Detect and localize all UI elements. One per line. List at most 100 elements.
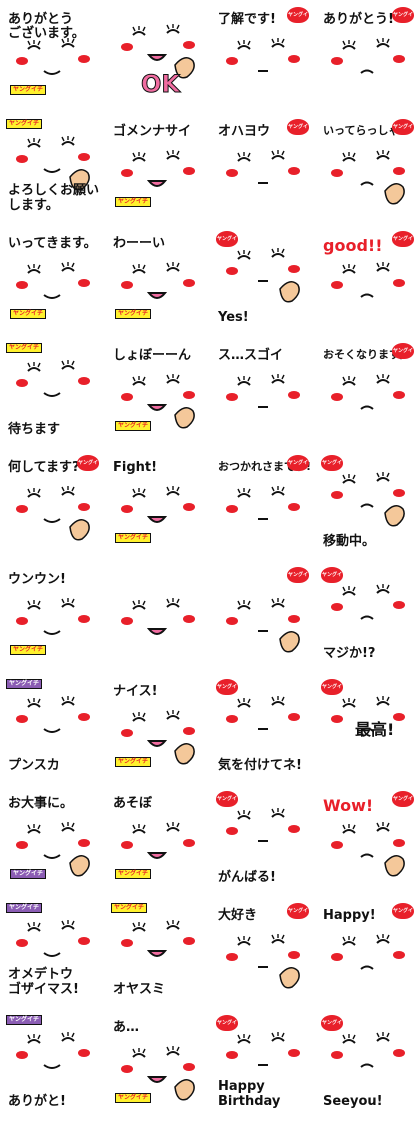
sticker-oyasumi[interactable]: オヤスミヤングイチ — [105, 897, 210, 1009]
left-cheek — [16, 281, 28, 289]
left-lashes — [27, 138, 41, 144]
brand-tag: ヤングイチ — [10, 869, 47, 879]
hand — [279, 967, 300, 989]
sticker-face — [121, 598, 195, 635]
sticker-daisuki[interactable]: 大好きヤングイチ — [210, 897, 315, 1009]
sticker-otsukaresama[interactable]: おつかれさまです!ヤングイチ — [210, 449, 315, 561]
sticker-face — [121, 1046, 195, 1101]
sticker-nanishitemasu[interactable]: 何してます?ヤングイチ — [0, 449, 105, 561]
sticker-majika[interactable]: マジか!?ヤングイチ — [315, 561, 420, 673]
right-lashes — [166, 1046, 180, 1052]
mouth — [360, 293, 374, 298]
heart-badge-icon: ヤングイチ — [321, 455, 343, 482]
sticker-question[interactable] — [105, 561, 210, 673]
sticker-unun[interactable]: ウンウン!ヤングイチ — [0, 561, 105, 673]
heart-badge-icon: ヤングイチ — [321, 1015, 343, 1042]
right-cheek — [183, 727, 195, 735]
sticker-peek[interactable]: ヤングイチ — [210, 561, 315, 673]
sticker-ittekimasu[interactable]: いってきます。ヤングイチ — [0, 225, 105, 337]
sticker-machimasu[interactable]: 待ちますヤングイチ — [0, 337, 105, 449]
right-lashes — [376, 150, 390, 156]
right-eye — [166, 603, 180, 608]
sticker-ganbaru[interactable]: がんばる!ヤングイチ — [210, 785, 315, 897]
sticker-face — [331, 262, 405, 298]
right-eye — [271, 603, 285, 608]
right-lashes — [376, 822, 390, 828]
right-eye — [376, 477, 390, 482]
sticker-odaijini[interactable]: お大事に。ヤングイチ — [0, 785, 105, 897]
mouth — [43, 1064, 61, 1069]
sticker-happy[interactable]: Happy!ヤングイチ — [315, 897, 420, 1009]
sticker-shobo-n[interactable]: しょぼーーんヤングイチ — [105, 337, 210, 449]
sticker-osokunarimasu[interactable]: おそくなります。ヤングイチ — [315, 337, 420, 449]
sticker-asobo[interactable]: あそぼヤングイチ — [105, 785, 210, 897]
mouth — [360, 965, 374, 970]
heart-badge-icon: ヤングイチ — [392, 903, 414, 930]
mouth — [146, 292, 168, 299]
right-cheek — [78, 153, 90, 161]
sticker-punsuka[interactable]: プンスカヤングイチ — [0, 673, 105, 785]
hand — [384, 505, 405, 527]
sticker-yes[interactable]: Yes!ヤングイチ — [210, 225, 315, 337]
sticker-caption: マジか!? — [323, 645, 376, 661]
left-eye — [342, 703, 356, 708]
sticker-face — [226, 150, 300, 184]
sticker-fight[interactable]: Fight!ヤングイチ — [105, 449, 210, 561]
heart-badge-icon: ヤングイチ — [287, 119, 309, 146]
right-lashes — [271, 598, 285, 604]
sticker-ok[interactable]: OK — [105, 1, 210, 113]
left-cheek — [121, 505, 133, 513]
sticker-idouchuu[interactable]: 移動中。ヤングイチ — [315, 449, 420, 561]
right-cheek — [393, 391, 405, 399]
sticker-waai[interactable]: わーーいヤングイチ — [105, 225, 210, 337]
sticker-nice[interactable]: ナイス!ヤングイチ — [105, 673, 210, 785]
sticker-seeyou[interactable]: Seeyou!ヤングイチ — [315, 1009, 420, 1121]
right-eye — [61, 43, 75, 48]
sticker-kiwotsukete[interactable]: 気を付けてネ!ヤングイチ — [210, 673, 315, 785]
hand — [384, 183, 405, 205]
sticker-a[interactable]: あ…ヤングイチ — [105, 1009, 210, 1121]
sticker-yoroshiku[interactable]: よろしくお願い します。ヤングイチ — [0, 113, 105, 225]
left-eye — [342, 1039, 356, 1044]
left-eye — [132, 1053, 146, 1058]
sticker-omedetou[interactable]: オメデトウ ゴザイマス!ヤングイチ — [0, 897, 105, 1009]
mouth — [43, 168, 61, 173]
sticker-face — [331, 374, 405, 410]
right-cheek — [288, 55, 300, 63]
sticker-face — [226, 808, 300, 842]
sticker-face — [121, 486, 195, 523]
mouth — [360, 1063, 374, 1068]
right-eye — [271, 1037, 285, 1042]
sticker-good[interactable]: good!!ヤングイチ — [315, 225, 420, 337]
sticker-ryoukai[interactable]: 了解です!ヤングイチ — [210, 1, 315, 113]
sticker-itterasshai[interactable]: いってらっしゃいヤングイチ — [315, 113, 420, 225]
sticker-arigatou-gozaimasu[interactable]: ありがとう ございます。ヤングイチ — [0, 1, 105, 113]
left-cheek — [331, 841, 343, 849]
left-eye — [237, 1039, 251, 1044]
left-eye — [27, 493, 41, 498]
mouth — [146, 54, 168, 61]
right-lashes — [271, 486, 285, 492]
sticker-gomennasai[interactable]: ゴメンナサイヤングイチ — [105, 113, 210, 225]
sticker-ohayou[interactable]: オハヨウヤングイチ — [210, 113, 315, 225]
mouth — [43, 854, 61, 859]
right-eye — [61, 603, 75, 608]
sticker-caption: いってきます。 — [8, 236, 97, 251]
sticker-caption: 了解です! — [218, 12, 276, 27]
left-eye — [132, 829, 146, 834]
sticker-saikou[interactable]: 最高!ヤングイチ — [315, 673, 420, 785]
sticker-caption: ゴメンナサイ — [113, 124, 192, 139]
heart-badge-icon: ヤングイチ — [287, 455, 309, 482]
sticker-arigatou[interactable]: ありがとう!ヤングイチ — [315, 1, 420, 113]
right-eye — [376, 701, 390, 706]
right-eye — [376, 589, 390, 594]
sticker-wow[interactable]: Wow!ヤングイチ — [315, 785, 420, 897]
left-lashes — [237, 376, 251, 382]
left-lashes — [132, 824, 146, 830]
sticker-arigato-end[interactable]: ありがと!ヤングイチ — [0, 1009, 105, 1121]
sticker-caption: わーーい — [113, 236, 166, 251]
left-cheek — [331, 603, 343, 611]
right-lashes — [376, 38, 390, 44]
sticker-sugoi[interactable]: ス…スゴイ — [210, 337, 315, 449]
